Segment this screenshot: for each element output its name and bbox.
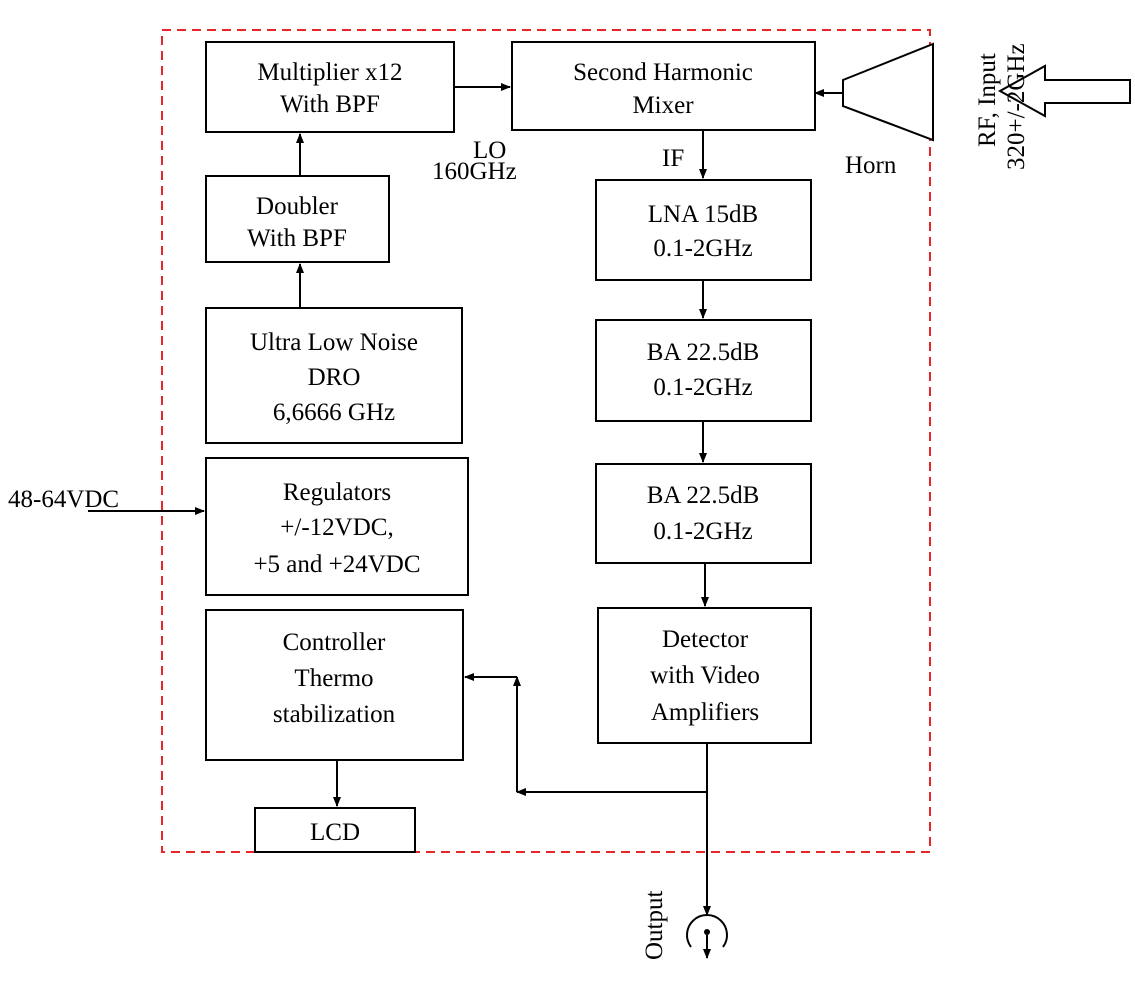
detector-block: Detector with Video Amplifiers bbox=[597, 607, 812, 744]
ba2-line-2: 0.1-2GHz bbox=[653, 518, 752, 545]
multiplier-line-2: With BPF bbox=[280, 91, 380, 118]
doubler-line-2: With BPF bbox=[247, 225, 347, 252]
if-label: IF bbox=[662, 145, 684, 172]
regulators-line-3: +5 and +24VDC bbox=[253, 551, 420, 578]
controller-line-2: Thermo bbox=[294, 665, 373, 692]
multiplier-block: Multiplier x12 With BPF bbox=[205, 41, 455, 133]
ba1-line-1: BA 22.5dB bbox=[647, 339, 760, 366]
lo-label: LO bbox=[473, 137, 506, 164]
mixer-line-1: Second Harmonic bbox=[573, 59, 753, 86]
output-connector-icon bbox=[686, 914, 728, 959]
lna-line-1: LNA 15dB bbox=[648, 201, 758, 228]
lna-line-2: 0.1-2GHz bbox=[653, 235, 752, 262]
regulators-line-2: +/-12VDC, bbox=[280, 514, 393, 541]
rf-input-label-1: RF, Input bbox=[974, 53, 1001, 147]
ba1-block: BA 22.5dB 0.1-2GHz bbox=[595, 319, 812, 422]
ba2-line-1: BA 22.5dB bbox=[647, 482, 760, 509]
detector-line-2: with Video bbox=[650, 662, 760, 689]
mixer-block: Second Harmonic Mixer bbox=[511, 41, 816, 131]
dro-line-2: DRO bbox=[308, 364, 361, 391]
power-input-label: 48-64VDC bbox=[8, 486, 119, 513]
rf-input-label-2: 320+/-2GHz bbox=[1003, 43, 1030, 170]
ba2-block: BA 22.5dB 0.1-2GHz bbox=[595, 463, 812, 564]
rf-input-arrow-icon bbox=[997, 64, 1131, 118]
doubler-line-1: Doubler bbox=[256, 193, 339, 220]
doubler-block: Doubler With BPF bbox=[205, 175, 390, 263]
regulators-line-1: Regulators bbox=[283, 479, 391, 506]
dro-line-3: 6,6666 GHz bbox=[273, 399, 395, 426]
horn-label: Horn bbox=[845, 152, 897, 179]
dro-block: Ultra Low Noise DRO 6,6666 GHz bbox=[205, 307, 463, 444]
multiplier-line-1: Multiplier x12 bbox=[257, 59, 402, 86]
detector-line-1: Detector bbox=[662, 626, 749, 653]
controller-line-1: Controller bbox=[283, 629, 386, 656]
regulators-block: Regulators +/-12VDC, +5 and +24VDC bbox=[205, 457, 469, 596]
lna-block: LNA 15dB 0.1-2GHz bbox=[595, 179, 812, 281]
dro-line-1: Ultra Low Noise bbox=[250, 329, 418, 356]
horn-antenna-icon bbox=[814, 42, 934, 142]
enclosure-boundary bbox=[161, 29, 931, 853]
lcd-block: LCD bbox=[254, 807, 416, 853]
output-label: Output bbox=[641, 891, 668, 961]
controller-line-3: stabilization bbox=[273, 701, 396, 728]
detector-line-3: Amplifiers bbox=[651, 699, 759, 726]
ba1-line-2: 0.1-2GHz bbox=[653, 374, 752, 401]
mixer-line-2: Mixer bbox=[632, 92, 694, 119]
lcd-label: LCD bbox=[310, 819, 360, 846]
lo-frequency-label: 160GHz bbox=[432, 158, 517, 185]
controller-block: Controller Thermo stabilization bbox=[205, 609, 464, 761]
